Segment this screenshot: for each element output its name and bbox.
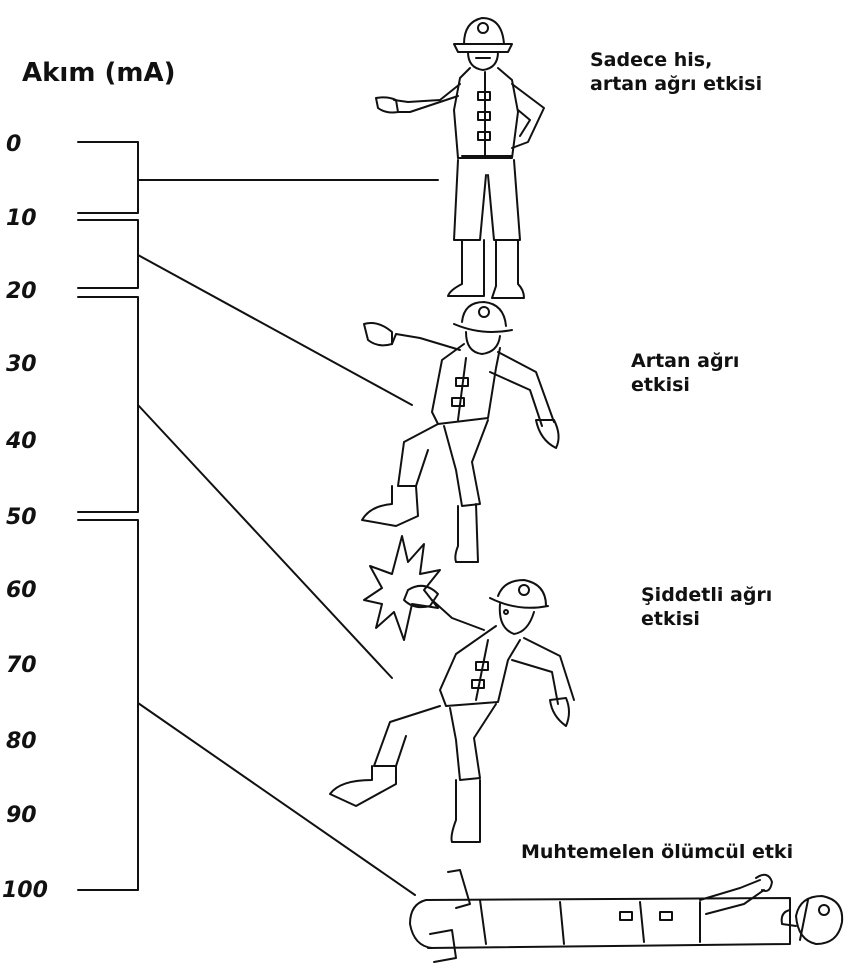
bracket-10-20 <box>78 220 412 405</box>
bracket-0-10 <box>78 142 438 213</box>
stumbling-firefighter-icon <box>362 302 559 562</box>
standing-firefighter-icon <box>376 18 544 298</box>
bracket-50-100 <box>78 520 415 895</box>
shocked-firefighter-icon <box>330 536 574 842</box>
bracket-20-50 <box>78 297 392 678</box>
collapsed-firefighter-icon <box>410 870 842 962</box>
